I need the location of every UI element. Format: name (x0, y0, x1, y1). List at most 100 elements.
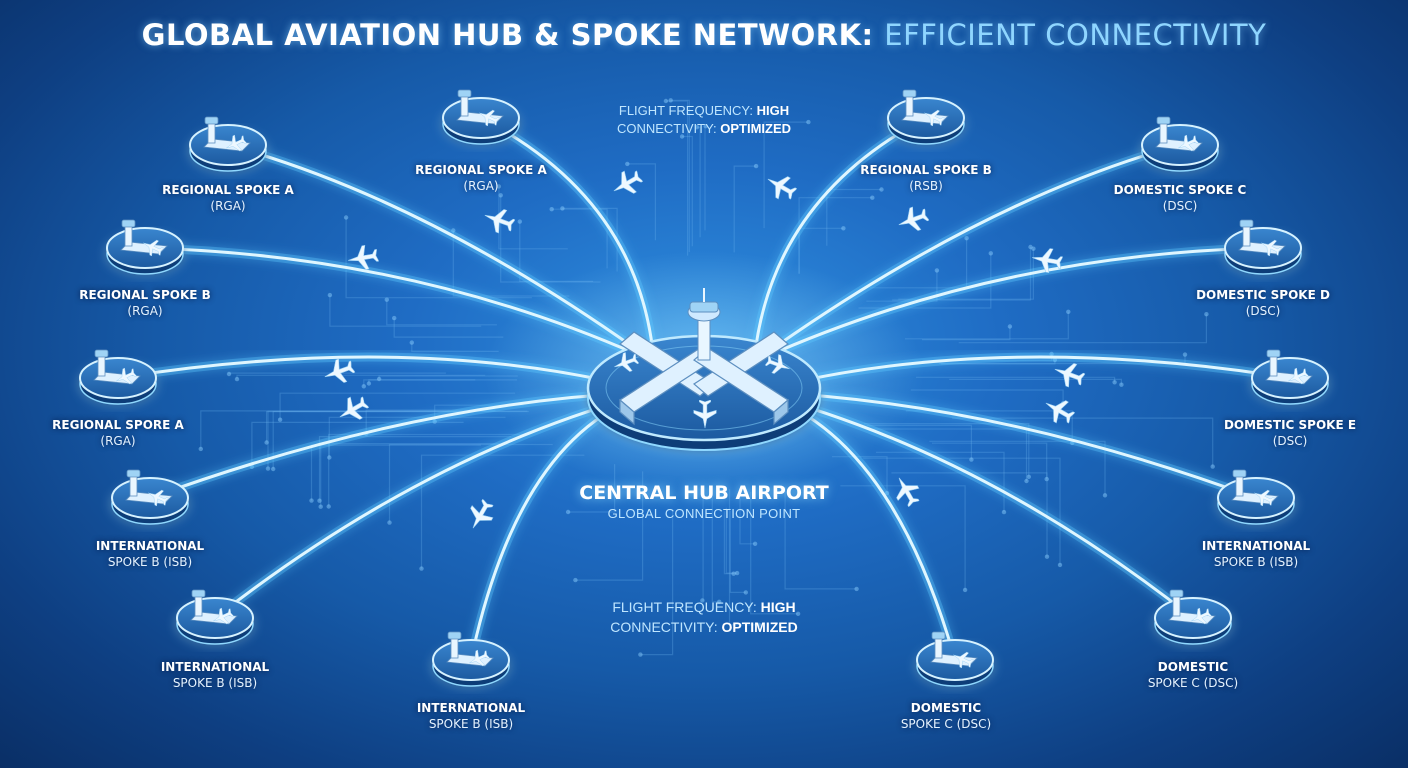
info-top-conn-value: OPTIMIZED (720, 121, 792, 136)
circuit-node (756, 622, 762, 627)
circuit-trace (329, 295, 482, 327)
circuit-node (1026, 474, 1032, 479)
spoke-label-left-1: REGIONAL SPOKE A(RGA) (162, 183, 294, 213)
title-accent: EFFICIENT CONNECTIVITY (884, 18, 1267, 52)
circuit-node (198, 446, 203, 452)
circuit-node (703, 124, 708, 129)
circuit-node (1007, 324, 1013, 329)
spoke-airport-icon (1141, 116, 1219, 172)
circuit-node (309, 498, 314, 503)
circuit-trace (318, 436, 511, 501)
circuit-trace (728, 489, 759, 626)
circuit-trace (670, 99, 690, 253)
circuit-trace (704, 125, 706, 231)
circuit-trace (378, 375, 518, 379)
route-line (144, 246, 655, 364)
circuit-node (731, 571, 736, 576)
circuit-trace (864, 423, 1030, 477)
circuit-trace (932, 442, 1048, 480)
spoke-airport-icon (1224, 219, 1302, 275)
circuit-trace (898, 248, 1034, 300)
circuit-node (679, 134, 685, 139)
circuit-node (1044, 554, 1050, 559)
circuit-node (264, 440, 269, 445)
circuit-node (1028, 244, 1033, 250)
spoke-airport-icon (432, 631, 510, 687)
circuit-node (625, 161, 630, 167)
circuit-node (1057, 562, 1063, 568)
circuit-trace (363, 379, 518, 387)
route-plane-icon (1050, 357, 1088, 392)
route-line (480, 116, 656, 363)
circuit-node (366, 381, 372, 386)
spoke-airport-icon (111, 469, 189, 525)
circuit-node (717, 599, 722, 604)
info-top: FLIGHT FREQUENCY: HIGH CONNECTIVITY: OPT… (554, 102, 854, 138)
circuit-trace (368, 379, 476, 384)
route-plane-icon (607, 165, 647, 202)
circuit-trace (733, 165, 757, 253)
info-bottom: FLIGHT FREQUENCY: HIGH CONNECTIVITY: OPT… (554, 597, 854, 637)
circuit-trace (562, 207, 618, 272)
circuit-trace (452, 230, 570, 297)
circuit-node (806, 119, 811, 125)
circuit-trace (922, 326, 1011, 341)
spoke-label-left-2: REGIONAL SPOKE B(RGA) (79, 288, 211, 318)
spoke-airport-icon (1217, 469, 1295, 525)
circuit-node (694, 125, 700, 130)
circuit-node (1182, 352, 1188, 357)
route-line (117, 355, 655, 394)
spoke-airport-icon (176, 589, 254, 645)
circuit-node (1204, 312, 1209, 317)
spoke-airport-icon (106, 219, 184, 275)
info-top-conn-label: CONNECTIVITY: (616, 121, 717, 136)
info-bottom-freq-label: FLIGHT FREQUENCY: (612, 599, 757, 615)
circuit-trace (420, 454, 585, 569)
route-line (753, 246, 1264, 364)
spoke-label-top-right: REGIONAL SPOKE B(RSB) (860, 163, 992, 193)
circuit-trace (866, 424, 972, 460)
circuit-node (1119, 382, 1124, 387)
circuit-node (870, 195, 875, 200)
circuit-trace (866, 270, 938, 302)
page-title: GLOBAL AVIATION HUB & SPOKE NETWORK: EFF… (0, 18, 1408, 52)
circuit-node (668, 98, 673, 103)
circuit-node (361, 384, 366, 389)
circuit-node (573, 577, 578, 583)
circuit-trace (236, 374, 486, 380)
circuit-trace (949, 378, 1122, 385)
circuit-node (854, 586, 859, 592)
circuit-trace (725, 507, 738, 574)
circuit-node (795, 611, 801, 616)
circuit-trace (905, 311, 1069, 340)
route-plane-icon (462, 495, 499, 535)
info-bottom-freq-value: HIGH (760, 599, 796, 615)
circuit-trace (200, 410, 450, 449)
circuit-node (392, 315, 397, 321)
circuit-node (1102, 493, 1108, 498)
circuit-trace (279, 392, 516, 420)
circuit-node (419, 566, 424, 571)
circuit-trace (929, 440, 1106, 496)
circuit-node (962, 587, 968, 593)
circuit-node (317, 498, 322, 503)
hub-airport-icon (586, 288, 822, 451)
circuit-node (549, 207, 554, 212)
circuit-node (234, 376, 240, 382)
circuit-trace (702, 495, 704, 601)
circuit-node (700, 598, 705, 603)
circuit-node (734, 570, 740, 576)
circuit-trace (328, 433, 530, 507)
circuit-node (1024, 478, 1029, 484)
circuit-trace (551, 208, 608, 269)
circuit-node (271, 466, 276, 472)
circuit-trace (958, 314, 1207, 344)
circuit-trace (411, 342, 499, 352)
circuit-node (841, 226, 846, 231)
circuit-node (1031, 246, 1036, 251)
circuit-node (327, 455, 332, 460)
